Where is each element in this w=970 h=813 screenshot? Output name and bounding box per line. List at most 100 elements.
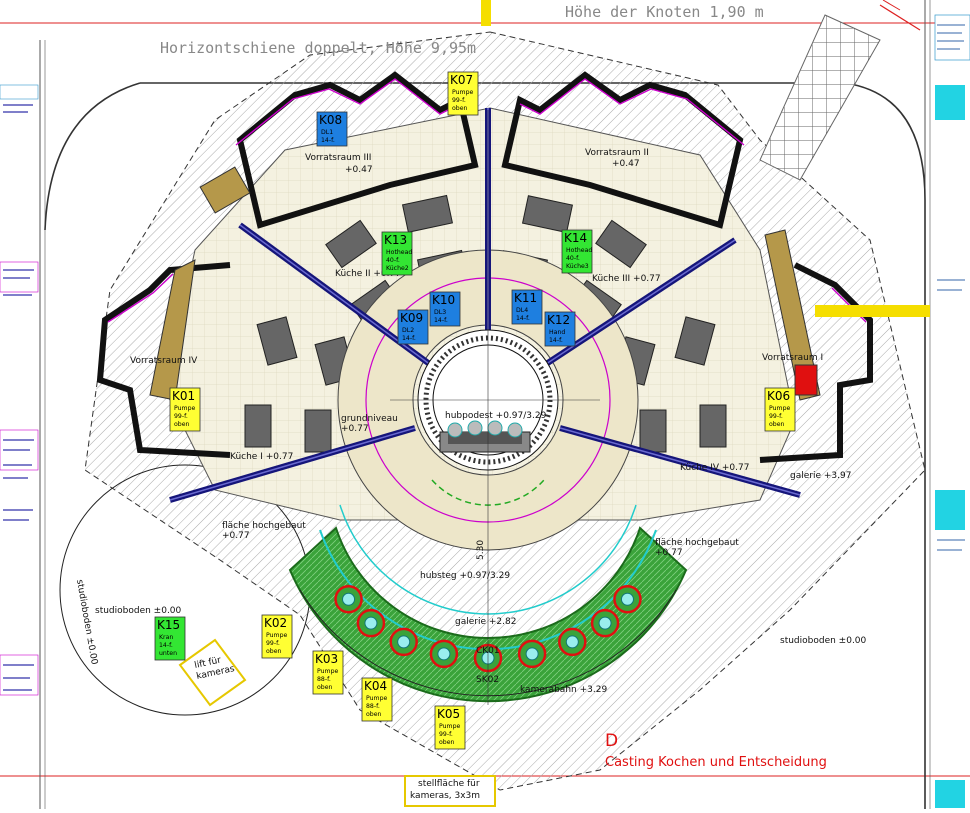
camera-spec: Küche3 [566,263,589,270]
camera-spec: Pumpe [174,405,195,412]
area-flaeche-right: fläche hochgebaut [655,538,739,548]
camera-spec: Pumpe [439,723,460,730]
camera-spec: Küche2 [386,265,409,272]
area-flaeche-right-level: +0.77 [655,548,683,558]
area-galerie: galerie +2.82 [455,617,516,627]
camera-id: K09 [400,311,423,325]
rail-beam-highlight [539,239,736,369]
camera-id: K11 [514,291,537,305]
camera-spec: Hothead [386,249,412,256]
gallery-seat [590,608,620,638]
camera-spec: DL4 [516,307,528,314]
camera-spec: Hothead [566,247,592,254]
camera-spec: 14-f. [402,335,416,342]
camera-spec: Pumpe [317,668,338,675]
camera-spec: oben [317,684,333,691]
room-vorrat3: Vorratsraum III [305,153,371,163]
area-studio-left: studioboden ±0.00 [95,606,182,616]
gallery-seat [517,639,547,669]
camera-spec: 40-f. [386,257,400,264]
camera-id: K15 [157,618,180,632]
room-kueche3: Küche III +0.77 [592,274,661,284]
gallery-arc [288,526,688,703]
area-flaeche-left-level: +0.77 [222,531,250,541]
yellow-marker-right [815,305,930,317]
camera-spec: oben [769,421,785,428]
camera-spec: oben [174,421,190,428]
platforms [149,166,821,401]
camera-id: K06 [767,389,790,403]
room-vorrat2: Vorratsraum II [585,148,649,158]
camera-spec: oben [452,105,468,112]
room-kueche1: Küche I +0.77 [230,452,293,462]
camera-spec: oben [266,648,282,655]
camera-lift [178,638,247,707]
camera-spec: Pumpe [366,695,387,702]
area-kamerabahn: kamerabahn +3.29 [520,685,607,695]
room-kueche4: Küche IV +0.77 [680,463,749,473]
area-galerie-right: galerie +3.97 [790,471,851,481]
area-grundniveau: grundniveau [341,414,398,424]
area-hubsteg: hubsteg +0.97/3.29 [420,571,510,581]
dimension-label: 5.30 [476,540,486,560]
room-vorrat3-level: +0.47 [345,165,373,175]
camera-id: K08 [319,113,342,127]
sheet-letter: D [605,731,618,751]
camera-id: K07 [450,73,473,87]
camera-spec: 99-f. [174,413,188,420]
storage-rooms [96,71,873,463]
area-sk02: SK02 [476,675,499,685]
camera-spec: 99-f. [266,640,280,647]
camera-spec: 14-f. [434,317,448,324]
camera-spec: DL1 [321,129,333,136]
stairs [759,14,881,181]
camera-spec: Pumpe [452,89,473,96]
camera-spec: 14-f. [516,315,530,322]
camera-spec: 88-f. [317,676,331,683]
camera-spec: 14-f. [159,642,173,649]
room-vorrat2-level: +0.47 [612,159,640,169]
camera-spec: Pumpe [266,632,287,639]
area-grundniveau-level: +0.77 [341,424,369,434]
gallery-seat [334,584,363,614]
camera-spec: DL2 [402,327,414,334]
camera-spec: 99-f. [439,731,453,738]
camera-spec: 99-f. [769,413,783,420]
camera-id: K12 [547,313,570,327]
axis-lines [390,110,600,705]
gallery-seat [429,639,459,669]
left-margin-notes [0,84,39,696]
sheet-title: Casting Kochen und Entscheidung [605,755,827,770]
right-margin-notes [934,14,970,808]
camera-id: K02 [264,616,287,630]
camera-id: K01 [172,389,195,403]
camera-id: K03 [315,652,338,666]
camera-storage-area [404,775,496,807]
area-ck01: CK01 [476,646,500,656]
gallery-seat [356,608,386,638]
camera-spec: Hand [549,329,565,336]
rail-beam-highlight [169,427,416,501]
camera-id: K13 [384,233,407,247]
gallery-seat [389,627,418,657]
room-kueche2: Küche II +0.77 [335,269,401,279]
area-flaeche-left: fläche hochgebaut [222,521,306,531]
camera-tags: K01Pumpe99-f.obenK02Pumpe99-f.obenK03Pum… [154,71,796,750]
camera-id: K14 [564,231,587,245]
camera-id: K04 [364,679,387,693]
camera-id: K10 [432,293,455,307]
center-podium [439,420,531,453]
camera-spec: 14-f. [549,337,563,344]
